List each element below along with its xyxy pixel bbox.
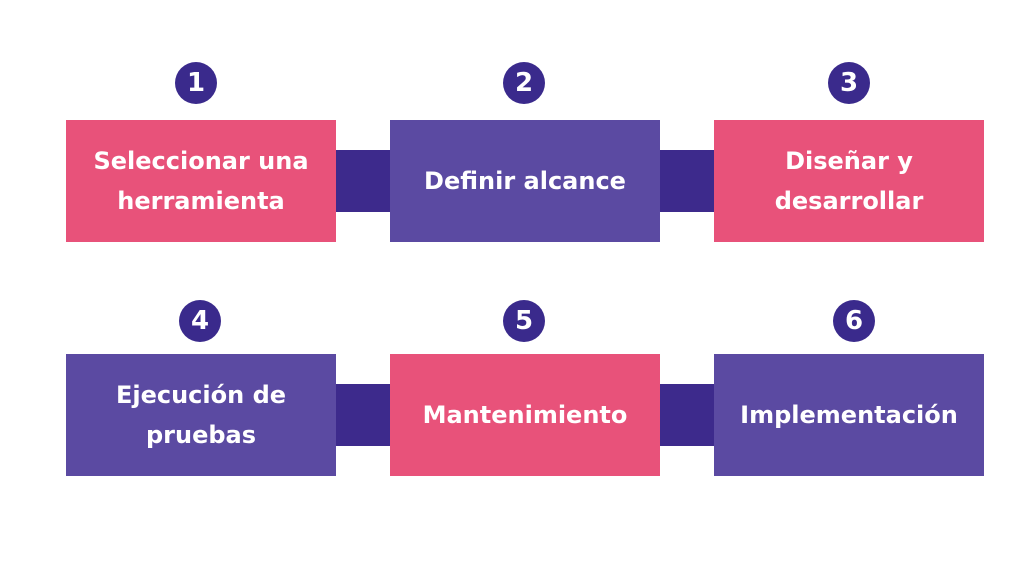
- step-2-box: Definir alcance: [390, 120, 660, 242]
- connector-1-2: [336, 150, 392, 212]
- step-6-box: Implementación: [714, 354, 984, 476]
- step-3-number: 3: [828, 62, 870, 104]
- step-5-box: Mantenimiento: [390, 354, 660, 476]
- step-1-box: Seleccionar una herramienta: [66, 120, 336, 242]
- connector-5-6: [660, 384, 716, 446]
- step-1-number: 1: [175, 62, 217, 104]
- connector-4-5: [336, 384, 392, 446]
- step-2-number: 2: [503, 62, 545, 104]
- connector-2-3: [660, 150, 716, 212]
- step-4-box: Ejecución de pruebas: [66, 354, 336, 476]
- step-5-number: 5: [503, 300, 545, 342]
- step-4-number: 4: [179, 300, 221, 342]
- step-3-box: Diseñar y desarrollar: [714, 120, 984, 242]
- step-6-number: 6: [833, 300, 875, 342]
